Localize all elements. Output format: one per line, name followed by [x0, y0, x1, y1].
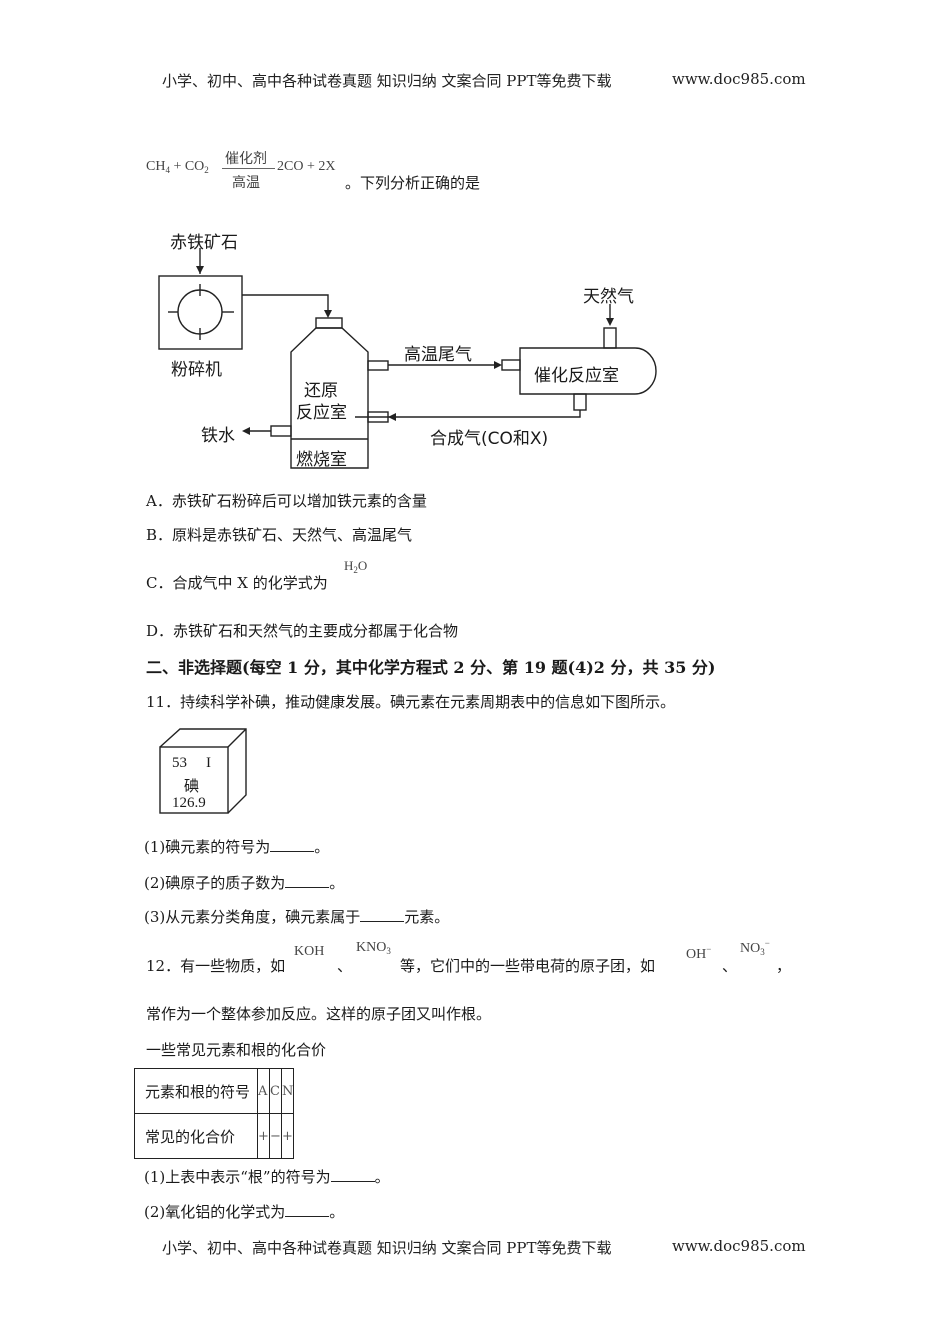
label-natural-gas: 天然气 — [583, 287, 634, 307]
option-d: D．赤铁矿石和天然气的主要成分都属于化合物 — [146, 622, 459, 640]
process-diagram — [158, 248, 657, 469]
answer-blank[interactable] — [285, 1203, 330, 1217]
q12-sep-2: 、 — [722, 957, 738, 975]
header-text: 小学、初中、高中各种试卷真题 知识归纳 文案合同 PPT等免费下载 — [162, 72, 612, 90]
answer-blank[interactable] — [360, 908, 405, 922]
iodine-mass: 126.9 — [172, 795, 206, 811]
q12-stem-b: 等，它们中的一些带电荷的原子团，如 — [400, 957, 656, 975]
q11-part-3: (3)从元素分类角度，碘元素属于元素。 — [144, 908, 450, 926]
answer-blank[interactable] — [330, 1168, 375, 1182]
reactor-body — [290, 327, 369, 469]
label-burner: 燃烧室 — [296, 450, 347, 470]
option-b: B．原料是赤铁矿石、天然气、高温尾气 — [146, 526, 413, 544]
label-exhaust: 高温尾气 — [404, 345, 472, 365]
option-a: A．赤铁矿石粉碎后可以增加铁元素的含量 — [146, 492, 427, 510]
q12-sep-1: 、 — [337, 957, 353, 975]
q12-comma: ， — [776, 957, 792, 975]
condition-catalyst: 催化剂 — [225, 152, 267, 167]
q11-stem: 11．持续科学补碘，推动健康发展。碘元素在元素周期表中的信息如下图所示。 — [146, 693, 676, 711]
crusher-box — [158, 275, 243, 350]
label-syngas: 合成气(CO和X) — [430, 429, 549, 449]
header-url[interactable]: www.doc985.com — [672, 70, 806, 88]
footer-url[interactable]: www.doc985.com — [672, 1237, 806, 1255]
table-cell: − — [269, 1113, 282, 1159]
formula-koh: KOH — [294, 944, 325, 959]
q11-part-1: (1)碘元素的符号为。 — [144, 838, 330, 856]
table-cell: C — [269, 1068, 282, 1114]
table-cell: + — [280, 1113, 295, 1159]
row-label-valence: 常见的化合价 — [134, 1113, 258, 1159]
reaction-equation: CH4 + CO2 — [146, 159, 209, 175]
q12-stem-a: 12．有一些物质，如 — [146, 957, 286, 975]
label-ore: 赤铁矿石 — [170, 233, 238, 253]
formula-kno3: KNO3 — [356, 940, 391, 956]
label-crusher: 粉碎机 — [171, 360, 222, 380]
table-row: 常见的化合价 + − + — [134, 1113, 295, 1159]
equation-rhs: 2CO + 2X — [277, 159, 336, 174]
label-reduction-2: 反应室 — [296, 403, 347, 423]
answer-blank[interactable] — [270, 838, 315, 852]
q12-part-1: (1)上表中表示“根”的符号为。 — [144, 1168, 390, 1186]
iodine-name: 碘 — [184, 779, 200, 795]
section-2-title: 二、非选择题(每空 1 分，其中化学方程式 2 分、第 19 题(4)2 分，共… — [146, 658, 716, 677]
row-label-symbols: 元素和根的符号 — [134, 1068, 258, 1114]
q12-line-2: 常作为一个整体参加反应。这样的原子团又叫作根。 — [146, 1005, 492, 1023]
formula-no3: NO3− — [740, 938, 770, 957]
label-reduction-1: 还原 — [304, 381, 338, 401]
label-catalytic-room: 催化反应室 — [534, 366, 619, 386]
table-cell: A — [257, 1068, 270, 1114]
option-c-formula: H2O — [344, 558, 368, 575]
iodine-element-cell — [159, 728, 247, 814]
valence-table-caption: 一些常见元素和根的化合价 — [146, 1041, 327, 1059]
option-c: C．合成气中 X 的化学式为 — [146, 574, 328, 592]
table-cell: + — [257, 1113, 270, 1159]
condition-heat: 高温 — [232, 176, 260, 191]
catalytic-room — [519, 347, 657, 395]
q11-part-2: (2)碘原子的质子数为。 — [144, 874, 345, 892]
table-row: 元素和根的符号 A C N — [134, 1068, 295, 1114]
iodine-atomic-number: 53 — [172, 755, 187, 771]
q12-part-2: (2)氧化铝的化学式为。 — [144, 1203, 345, 1221]
table-cell: N — [280, 1068, 295, 1114]
answer-blank[interactable] — [285, 874, 330, 888]
equation-tail: 。下列分析正确的是 — [345, 174, 481, 192]
valence-table: 元素和根的符号 A C N 常见的化合价 + − + — [134, 1068, 295, 1159]
footer-text: 小学、初中、高中各种试卷真题 知识归纳 文案合同 PPT等免费下载 — [162, 1239, 612, 1257]
formula-oh: OH− — [686, 944, 712, 962]
iodine-symbol: I — [206, 755, 211, 771]
label-molten-iron: 铁水 — [201, 426, 235, 446]
condition-line — [222, 168, 275, 169]
